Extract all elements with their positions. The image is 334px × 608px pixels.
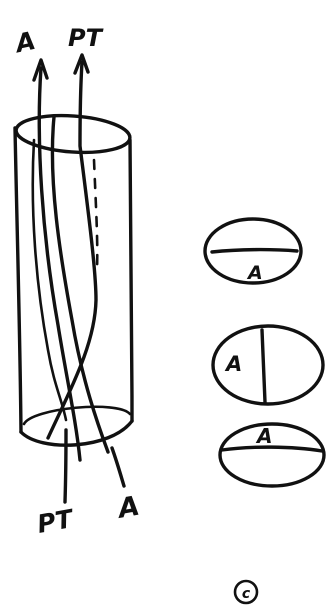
cross-section-middle-divider: [262, 330, 265, 402]
label-bottom-pt: PT: [35, 504, 77, 539]
cylinder-right-edge: [130, 140, 132, 421]
cylinder-left-edge: [15, 128, 21, 432]
fibre-a-exit: [112, 448, 124, 486]
panel-marker: c: [235, 581, 257, 603]
label-top-pt: PT: [68, 24, 104, 52]
fibre-pt-dashed: [94, 160, 97, 270]
cylinder-bottom-back: [24, 407, 130, 424]
cross-section-middle: A: [213, 326, 323, 404]
label-top-a: A: [11, 26, 38, 59]
cross-section-middle-label: A: [224, 352, 242, 376]
fibre-a-front-left: [39, 68, 80, 460]
cross-section-bottom-label: A: [255, 424, 272, 448]
cross-section-top-label: A: [246, 262, 263, 284]
fibre-pt-lower: [65, 430, 66, 502]
cross-section-top: A: [205, 219, 301, 284]
cross-section-bottom: A: [220, 424, 324, 486]
label-bottom-a: A: [114, 491, 142, 526]
panel-marker-letter: c: [242, 586, 251, 602]
cross-section-top-divider: [212, 250, 297, 252]
